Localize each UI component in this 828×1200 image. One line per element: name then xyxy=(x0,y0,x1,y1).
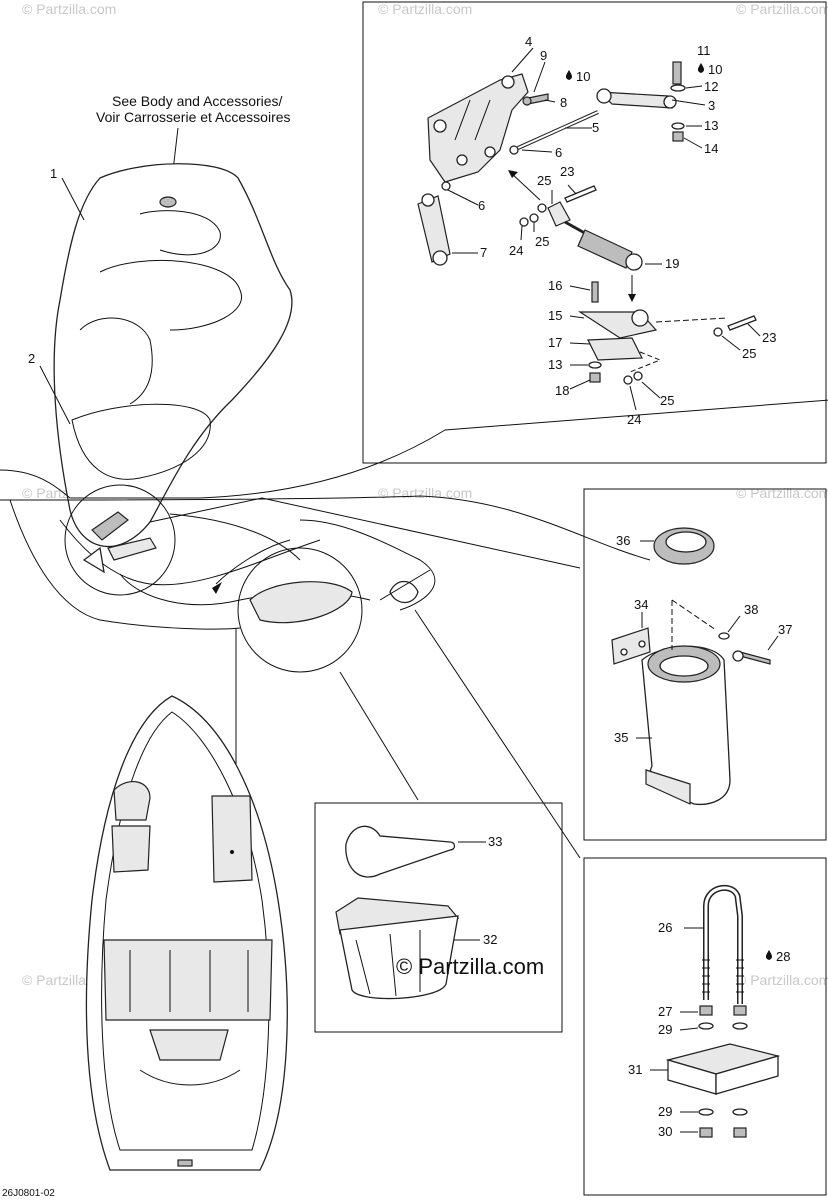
callout-34: 34 xyxy=(634,597,648,612)
callout-16: 16 xyxy=(548,278,562,293)
callout-29: 29 xyxy=(658,1022,672,1037)
callout-28: 28 xyxy=(776,949,790,964)
detail-circle xyxy=(237,547,363,673)
callout-13: 13 xyxy=(704,118,718,133)
callout-7: 7 xyxy=(480,245,487,260)
lever-part xyxy=(596,88,677,109)
callout-17: 17 xyxy=(548,335,562,350)
callout-25: 25 xyxy=(535,234,549,249)
detail-box-u-bolt xyxy=(583,857,827,1196)
leader-lines xyxy=(447,47,761,411)
callout-13: 13 xyxy=(548,357,562,372)
oil-drop-icon xyxy=(765,950,773,960)
brand-watermark: © Partzilla.com xyxy=(396,954,544,979)
callout-29: 29 xyxy=(658,1104,672,1119)
detail-box-lever-assembly xyxy=(362,1,827,464)
callout-25: 25 xyxy=(742,346,756,361)
watermark-text: © Partzilla.com xyxy=(378,485,472,501)
callout-9: 9 xyxy=(540,48,547,63)
bracket-plate-part xyxy=(611,627,651,665)
callout-15: 15 xyxy=(548,308,562,323)
callout-26: 26 xyxy=(658,920,672,935)
callout-23: 23 xyxy=(762,330,776,345)
oil-drop-icon xyxy=(697,63,705,73)
callout-25: 25 xyxy=(537,173,551,188)
callout-35: 35 xyxy=(614,730,628,745)
callout-4: 4 xyxy=(525,34,532,49)
watermark-text: © Partzilla.com xyxy=(22,1,116,17)
callout-6: 6 xyxy=(555,145,562,160)
cap-part xyxy=(653,527,715,565)
callout-12: 12 xyxy=(704,79,718,94)
storage-bin-part xyxy=(249,581,353,624)
cup-holder-part xyxy=(641,645,731,806)
oil-drop-icon xyxy=(565,70,573,80)
detail-circle xyxy=(64,484,176,596)
bracket-part xyxy=(427,73,529,183)
callout-19: 19 xyxy=(665,256,679,271)
callout-36: 36 xyxy=(616,533,630,548)
callout-37: 37 xyxy=(778,622,792,637)
latch-assembly xyxy=(82,511,157,574)
callout-10: 10 xyxy=(576,69,590,84)
mount-bracket-part xyxy=(577,309,658,361)
callout-14: 14 xyxy=(704,141,718,156)
callout-24: 24 xyxy=(509,243,523,258)
callout-27: 27 xyxy=(658,1004,672,1019)
callout-6: 6 xyxy=(478,198,485,213)
link-part xyxy=(417,193,451,266)
reference-note-line1: See Body and Accessories/ xyxy=(112,93,283,109)
drawing-code: 26J0801-02 xyxy=(2,1188,55,1199)
callout-24: 24 xyxy=(627,412,641,427)
reference-note-line2: Voir Carrosserie et Accessoires xyxy=(96,109,291,125)
watermark-text: © Partzilla.com xyxy=(736,485,828,501)
shock-absorber-part xyxy=(547,201,643,271)
callout-38: 38 xyxy=(744,602,758,617)
callout-31: 31 xyxy=(628,1062,642,1077)
callout-labels-top: 4 9 10 8 5 6 11 10 12 3 13 14 6 7 23 25 … xyxy=(478,34,776,427)
callout-30: 30 xyxy=(658,1124,672,1139)
callout-18: 18 xyxy=(555,383,569,398)
callout-8: 8 xyxy=(560,95,567,110)
watermark-text: © Partzilla.com xyxy=(378,1,472,17)
callout-2: 2 xyxy=(28,351,35,366)
watermark-text: © Partzilla.com xyxy=(736,972,828,988)
callout-23: 23 xyxy=(560,164,574,179)
u-bolt-part xyxy=(702,884,744,1004)
callout-32: 32 xyxy=(483,932,497,947)
callout-25: 25 xyxy=(660,393,674,408)
storage-bin-tub-part xyxy=(335,897,460,1000)
hull-outline xyxy=(0,399,828,630)
seat-part xyxy=(53,163,293,548)
callout-5: 5 xyxy=(592,120,599,135)
callout-1: 1 xyxy=(50,166,57,181)
callout-11: 11 xyxy=(697,43,711,58)
callout-33: 33 xyxy=(488,834,502,849)
detail-box-cup-holder xyxy=(583,488,827,841)
backing-plate-part xyxy=(665,1043,781,1095)
watercraft-top-view xyxy=(85,695,288,1171)
detail-box-storage-bin xyxy=(314,802,563,1033)
gasket-part xyxy=(345,825,456,878)
callout-10: 10 xyxy=(708,62,722,77)
callout-3: 3 xyxy=(708,98,715,113)
watermark-text: © Partzilla.com xyxy=(736,1,828,17)
